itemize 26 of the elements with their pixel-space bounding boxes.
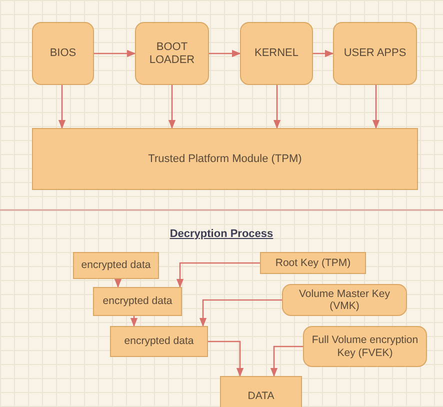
process-box: KERNEL	[240, 22, 313, 85]
key-box: Root Key (TPM)	[260, 252, 366, 274]
arrow	[199, 299, 282, 327]
arrow	[94, 50, 136, 58]
arrow	[313, 50, 334, 58]
arrow	[130, 316, 138, 327]
arrow	[58, 85, 66, 129]
key-box: encrypted data	[93, 287, 182, 316]
key-box: encrypted data	[110, 326, 208, 357]
key-box: Volume Master Key (VMK)	[282, 284, 407, 316]
arrow	[208, 340, 244, 377]
section-heading: Decryption Process	[170, 228, 274, 240]
key-box: Full Volume encryption Key (FVEK)	[303, 326, 427, 367]
process-box: BOOT LOADER	[135, 22, 209, 85]
arrow	[372, 85, 380, 129]
arrow	[168, 85, 176, 129]
module-box: Trusted Platform Module (TPM)	[32, 128, 418, 190]
arrow	[114, 278, 122, 288]
arrow	[270, 346, 303, 377]
arrow	[176, 262, 260, 288]
arrow	[273, 85, 281, 129]
process-box: USER APPS	[333, 22, 417, 85]
arrow	[209, 50, 241, 58]
key-box: encrypted data	[73, 252, 159, 279]
key-box: DATA	[220, 376, 302, 407]
process-box: BIOS	[32, 22, 94, 85]
